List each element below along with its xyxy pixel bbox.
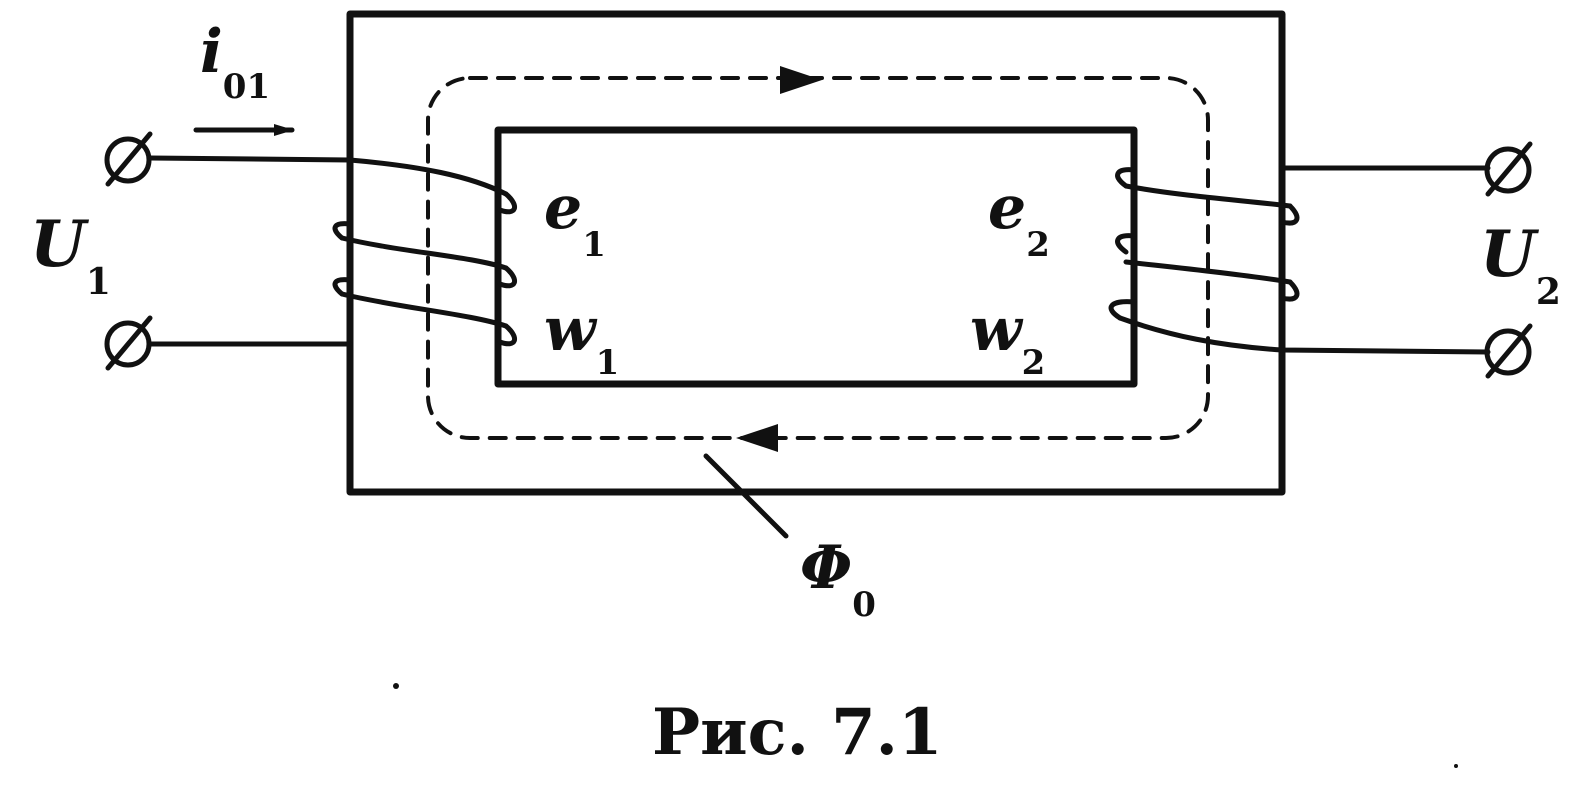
secondary-terminal-bottom bbox=[1484, 323, 1533, 379]
primary-winding bbox=[332, 191, 517, 347]
transformer-core bbox=[346, 10, 1286, 496]
secondary-voltage-label: U2 bbox=[1480, 217, 1561, 313]
primary-voltage-label: U1 bbox=[30, 207, 111, 303]
primary-lead-top bbox=[147, 155, 509, 197]
flux-arrow-bottom bbox=[736, 424, 778, 452]
secondary-circuit bbox=[1108, 141, 1533, 379]
secondary-lead-bottom bbox=[1117, 315, 1491, 355]
secondary-winding bbox=[1108, 167, 1300, 321]
primary-terminal-bottom bbox=[104, 315, 153, 371]
secondary-terminal-top bbox=[1484, 141, 1533, 197]
primary-turns-label: w1 bbox=[544, 295, 619, 383]
core-outer-edge bbox=[346, 10, 1286, 496]
magnetic-flux-label: Φ0 bbox=[800, 533, 876, 625]
primary-current-label: i01 bbox=[200, 17, 270, 107]
scan-specks bbox=[393, 683, 1458, 768]
diagram-labels: i01 U1 U2 e1 e2 w1 w2 Φ0 Рис. 7.1 bbox=[30, 17, 1561, 770]
secondary-turns-label: w2 bbox=[970, 295, 1045, 383]
primary-circuit bbox=[104, 124, 517, 371]
primary-emf-label: e1 bbox=[544, 173, 606, 265]
core-window-edge bbox=[494, 126, 1138, 388]
flux-dashed-loop bbox=[426, 76, 1210, 440]
primary-terminal-top bbox=[104, 131, 153, 187]
figure-caption: Рис. 7.1 bbox=[652, 695, 942, 770]
flux-leader-line bbox=[703, 453, 789, 539]
secondary-emf-label: e2 bbox=[988, 173, 1050, 265]
magnetic-flux-path bbox=[426, 66, 1210, 539]
flux-arrow-top bbox=[780, 66, 822, 94]
